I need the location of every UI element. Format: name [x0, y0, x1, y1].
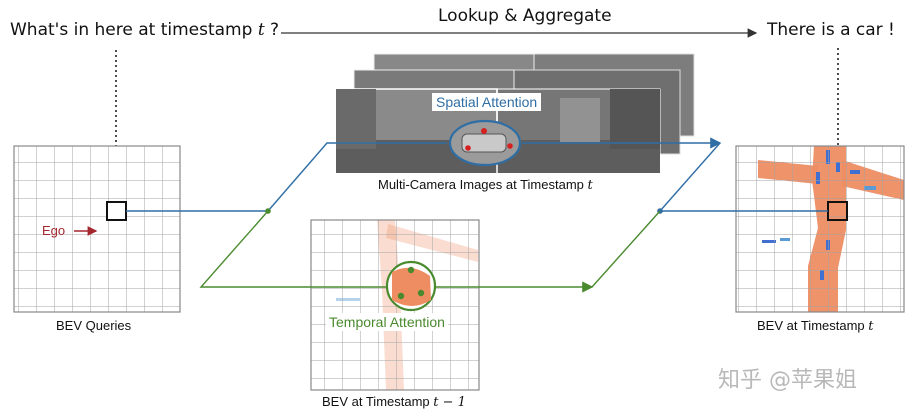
bev-current-label-text: BEV at Timestamp — [757, 318, 869, 333]
spatial-path-up — [267, 142, 447, 212]
sampling-point — [417, 289, 425, 297]
question-text: What's in here at timestamp — [10, 20, 258, 40]
bev-current-grid — [735, 145, 905, 313]
bev-prev-label: BEV at Timestamp t − 1 — [322, 394, 466, 410]
question-var: t — [257, 20, 265, 40]
temporal-path-up — [199, 210, 387, 288]
temporal-attention-label: Temporal Attention — [326, 313, 448, 331]
spatial-path-down — [659, 142, 721, 212]
spatial-attention-label: Spatial Attention — [432, 93, 542, 111]
query-cell-highlight — [106, 201, 127, 221]
reference-point — [465, 145, 471, 151]
bev-prev-label-text: BEV at Timestamp — [322, 394, 434, 409]
camera-images-label: Multi-Camera Images at Timestamp t — [378, 177, 593, 193]
bev-queries-label: BEV Queries — [56, 318, 132, 333]
temporal-road-patch — [392, 267, 431, 306]
reference-point — [507, 143, 513, 149]
sampling-point — [407, 266, 415, 274]
sampling-point — [397, 292, 405, 300]
bev-prev-label-var: t − 1 — [433, 395, 466, 410]
answer-text: There is a car ! — [767, 20, 895, 40]
question-suffix: ? — [264, 20, 280, 40]
watermark: 知乎 @苹果姐 — [718, 368, 857, 393]
temporal-path-join — [591, 210, 661, 288]
camera-label-var: t — [587, 178, 593, 193]
lookup-aggregate-label: Lookup & Aggregate — [438, 6, 612, 26]
camera-label-text: Multi-Camera Images at Timestamp — [378, 177, 588, 192]
bev-current-label-var: t — [868, 319, 874, 334]
bev-current-label: BEV at Timestamp t — [757, 318, 874, 334]
ego-label: Ego — [42, 223, 66, 238]
bev-queries-grid — [13, 145, 181, 313]
reference-point — [481, 128, 487, 134]
query-question: What's in here at timestamp t ? — [10, 20, 279, 40]
